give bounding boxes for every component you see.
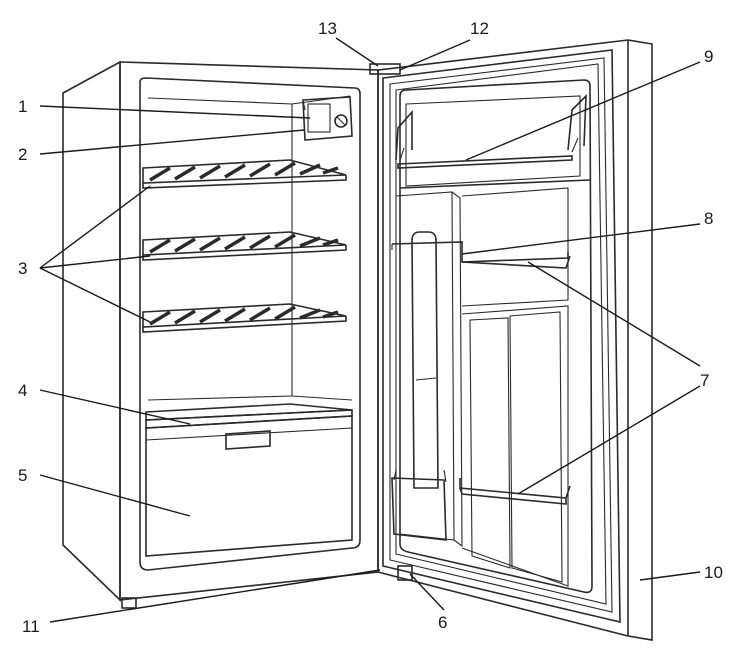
leader-3a bbox=[39, 185, 151, 269]
callout-6: 6 bbox=[438, 613, 447, 632]
callout-9: 9 bbox=[704, 47, 713, 66]
callout-1: 1 bbox=[18, 97, 27, 116]
leader-5 bbox=[39, 474, 191, 517]
top-door-shelf bbox=[395, 93, 587, 169]
callout-5: 5 bbox=[18, 466, 27, 485]
door bbox=[377, 39, 653, 641]
leader-13 bbox=[335, 37, 379, 67]
top-hinge bbox=[369, 63, 401, 75]
leader-7a bbox=[527, 261, 701, 367]
shelf-middle bbox=[142, 231, 347, 261]
leader-8 bbox=[461, 223, 701, 255]
crisper-drawer bbox=[145, 415, 353, 557]
callout-8: 8 bbox=[704, 209, 713, 228]
callout-labels: 1 2 3 4 5 6 7 8 9 10 11 12 13 bbox=[18, 19, 723, 636]
callout-3: 3 bbox=[18, 259, 27, 278]
thermostat-knob-icon bbox=[334, 114, 348, 128]
leader-lines bbox=[39, 37, 701, 623]
leader-6 bbox=[409, 573, 445, 611]
callout-7: 7 bbox=[700, 371, 709, 390]
leader-3b bbox=[39, 255, 151, 269]
drawer-handle bbox=[225, 430, 271, 450]
callout-10: 10 bbox=[704, 563, 723, 582]
thermostat-control bbox=[302, 96, 353, 141]
shelf-top bbox=[142, 159, 347, 189]
callout-2: 2 bbox=[18, 145, 27, 164]
leader-2 bbox=[39, 129, 305, 155]
leader-3c bbox=[39, 267, 151, 323]
callout-12: 12 bbox=[470, 19, 489, 38]
bottle-holder bbox=[391, 231, 447, 541]
callout-13: 13 bbox=[318, 19, 337, 38]
leader-10 bbox=[639, 571, 701, 581]
crisper-cover bbox=[145, 403, 353, 429]
leader-12 bbox=[399, 39, 471, 71]
callout-11: 11 bbox=[22, 617, 40, 636]
leader-7b bbox=[517, 385, 701, 495]
shelf-bottom bbox=[142, 303, 347, 333]
door-racks bbox=[391, 93, 587, 541]
leader-9 bbox=[465, 61, 701, 161]
cabinet bbox=[62, 60, 379, 609]
leader-4 bbox=[39, 389, 191, 425]
wire-shelves bbox=[142, 159, 347, 333]
middle-door-rack bbox=[391, 241, 571, 269]
leader-11 bbox=[49, 569, 381, 623]
callout-4: 4 bbox=[18, 381, 27, 400]
leader-1 bbox=[39, 105, 311, 119]
lower-door-rack bbox=[459, 478, 571, 505]
